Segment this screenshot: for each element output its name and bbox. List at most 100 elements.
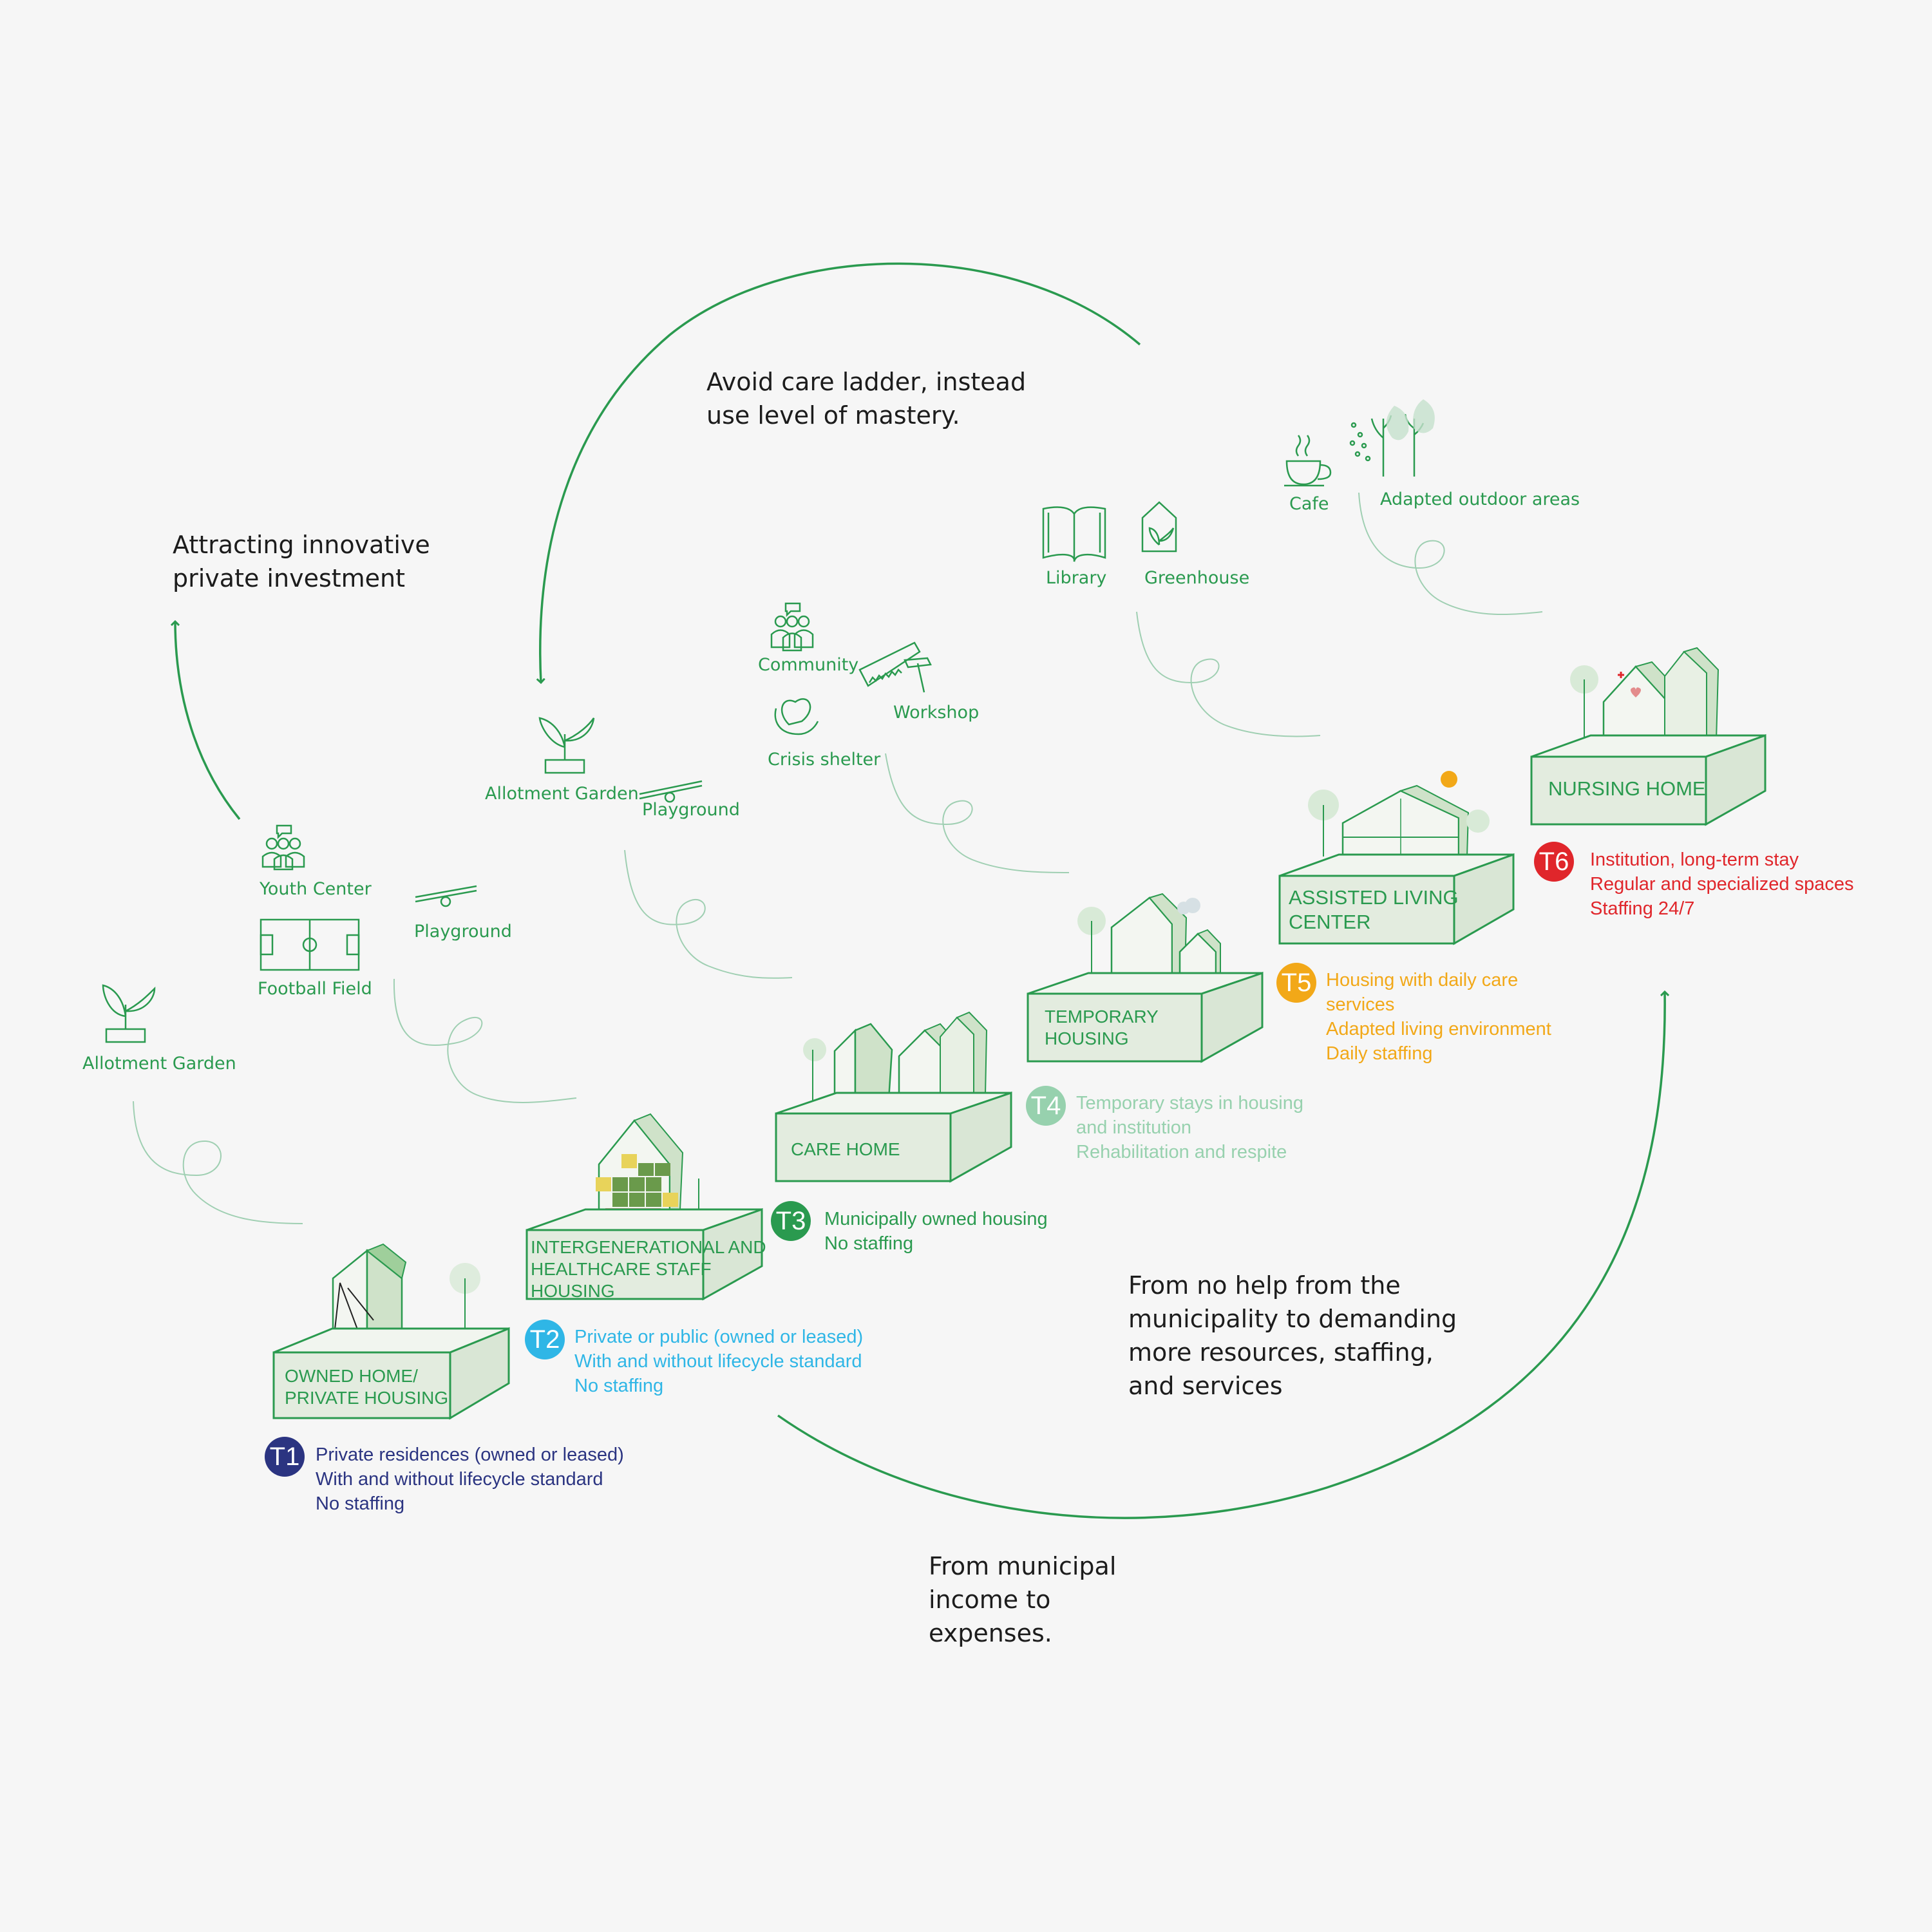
- heading-line: From municipal: [929, 1552, 1117, 1580]
- label-workshop: Workshop: [893, 703, 980, 723]
- tier-line: and institution: [1076, 1117, 1191, 1138]
- heading-line: more resources, staffing,: [1128, 1338, 1434, 1367]
- platform-t1: [272, 1327, 510, 1420]
- plant-icon-left: [102, 984, 156, 1043]
- platform-t2: [526, 1208, 763, 1301]
- heading-avoid-care-ladder: Avoid care ladder, instead use level of …: [706, 365, 1026, 432]
- platform-t6: [1530, 734, 1766, 826]
- seesaw-icon-mid: [639, 780, 703, 803]
- tier-badge-t6: T6: [1534, 842, 1574, 882]
- seesaw-icon-left: [415, 885, 477, 907]
- box-label-t2: INTERGENERATIONAL AND HEALTHCARE STAFF H…: [531, 1236, 766, 1302]
- heading-line: use level of mastery.: [706, 401, 960, 430]
- heading-line: Avoid care ladder, instead: [706, 368, 1027, 396]
- heading-line: income to: [929, 1586, 1051, 1614]
- tier-badge-t3: T3: [771, 1201, 811, 1241]
- box-label-t5: ASSISTED LIVING CENTER: [1289, 886, 1459, 934]
- arrow-top-loop: [540, 262, 1141, 683]
- tier-badge-t2: T2: [525, 1320, 565, 1359]
- tier-description-t6: Institution, long-term stay Regular and …: [1590, 848, 1853, 921]
- label-playground-left: Playground: [414, 922, 512, 942]
- saw-icon: [858, 641, 932, 693]
- people-icon-youth: [261, 824, 305, 871]
- house-t3: [803, 1011, 988, 1108]
- tier-line: Housing with daily care: [1326, 970, 1519, 990]
- heading-line: and services: [1128, 1372, 1283, 1400]
- tier-line: Adapted living environment: [1326, 1019, 1551, 1039]
- platform-t5: [1278, 853, 1515, 945]
- box-label-line: OWNED HOME/: [285, 1366, 418, 1386]
- label-greenhouse: Greenhouse: [1144, 568, 1250, 588]
- box-label-line: HOUSING: [1045, 1028, 1129, 1048]
- house-t5: [1308, 771, 1490, 863]
- heading-line: municipality to demanding: [1128, 1305, 1457, 1333]
- house-t2: [596, 1113, 699, 1225]
- people-icon-community: [770, 602, 814, 652]
- plant-icon-mid: [538, 717, 595, 774]
- box-label-t4: TEMPORARY HOUSING: [1045, 1006, 1159, 1050]
- house-t6: [1570, 647, 1719, 752]
- label-crisis-shelter: Crisis shelter: [768, 750, 881, 770]
- heading-line: From no help from the: [1128, 1271, 1401, 1300]
- heading-line: private investment: [173, 564, 406, 592]
- platform-t4: [1027, 971, 1264, 1063]
- box-label-line: CENTER: [1289, 911, 1371, 933]
- box-label-t3: CARE HOME: [791, 1139, 900, 1160]
- box-label-line: HEALTHCARE STAFF: [531, 1259, 712, 1279]
- book-icon: [1042, 506, 1106, 562]
- tier-line: With and without lifecycle standard: [574, 1351, 862, 1372]
- tier-line: Private residences (owned or leased): [316, 1444, 624, 1465]
- label-youth-center: Youth Center: [260, 879, 372, 899]
- label-adapted-outdoor-areas: Adapted outdoor areas: [1380, 489, 1580, 509]
- box-label-line: PRIVATE HOUSING: [285, 1388, 449, 1408]
- house-t1: [332, 1243, 480, 1331]
- tier-badge-t1: T1: [265, 1437, 305, 1477]
- tier-badge-t4: T4: [1026, 1086, 1066, 1126]
- coffee-cup-icon: [1284, 435, 1332, 487]
- tier-line: services: [1326, 994, 1395, 1015]
- box-label-t1: OWNED HOME/ PRIVATE HOUSING: [285, 1365, 448, 1409]
- arrow-left-up: [175, 621, 241, 820]
- box-label-line: INTERGENERATIONAL AND: [531, 1237, 766, 1257]
- label-community: Community: [758, 655, 859, 675]
- label-library: Library: [1046, 568, 1107, 588]
- tier-line: Daily staffing: [1326, 1043, 1433, 1064]
- greenhouse-icon: [1141, 501, 1177, 553]
- tier-line: No staffing: [316, 1493, 405, 1514]
- heading-attracting: Attracting innovative private investment: [173, 528, 430, 595]
- label-cafe: Cafe: [1289, 494, 1329, 514]
- box-label-line: ASSISTED LIVING: [1289, 886, 1459, 909]
- football-field-icon: [260, 918, 360, 971]
- tier-line: Staffing 24/7: [1590, 898, 1695, 919]
- tier-description-t2: Private or public (owned or leased) With…: [574, 1325, 863, 1398]
- tier-line: No staffing: [574, 1376, 664, 1396]
- heading-from-municipal: From municipal income to expenses.: [929, 1549, 1116, 1650]
- label-football-field: Football Field: [258, 979, 372, 999]
- label-playground-mid: Playground: [642, 800, 740, 820]
- tier-line: No staffing: [824, 1233, 914, 1254]
- heart-hand-icon: [774, 698, 819, 735]
- tier-description-t4: Temporary stays in housing and instituti…: [1076, 1091, 1303, 1164]
- box-label-line: NURSING HOME: [1548, 777, 1706, 800]
- tier-line: Municipally owned housing: [824, 1209, 1048, 1229]
- box-label-t6: NURSING HOME: [1548, 778, 1706, 800]
- box-label-line: CARE HOME: [791, 1139, 900, 1159]
- tier-line: Regular and specialized spaces: [1590, 874, 1854, 895]
- tier-line: With and without lifecycle standard: [316, 1469, 603, 1490]
- tier-badge-t5: T5: [1276, 963, 1316, 1003]
- heading-line: Attracting innovative: [173, 531, 430, 559]
- arrow-bottom-swoop: [777, 992, 1665, 1519]
- label-allotment-garden-mid: Allotment Garden: [485, 784, 639, 804]
- box-label-line: HOUSING: [531, 1281, 615, 1301]
- tier-description-t3: Municipally owned housing No staffing: [824, 1207, 1048, 1256]
- box-label-line: TEMPORARY: [1045, 1007, 1159, 1027]
- label-allotment-garden-left: Allotment Garden: [82, 1054, 236, 1074]
- tier-description-t5: Housing with daily care services Adapted…: [1326, 968, 1551, 1066]
- heading-line: expenses.: [929, 1619, 1052, 1647]
- tier-line: Private or public (owned or leased): [574, 1327, 864, 1347]
- tier-description-t1: Private residences (owned or leased) Wit…: [316, 1443, 624, 1516]
- heading-from-no-help: From no help from the municipality to de…: [1128, 1269, 1457, 1403]
- tier-line: Rehabilitation and respite: [1076, 1142, 1287, 1162]
- tier-line: Temporary stays in housing: [1076, 1093, 1303, 1113]
